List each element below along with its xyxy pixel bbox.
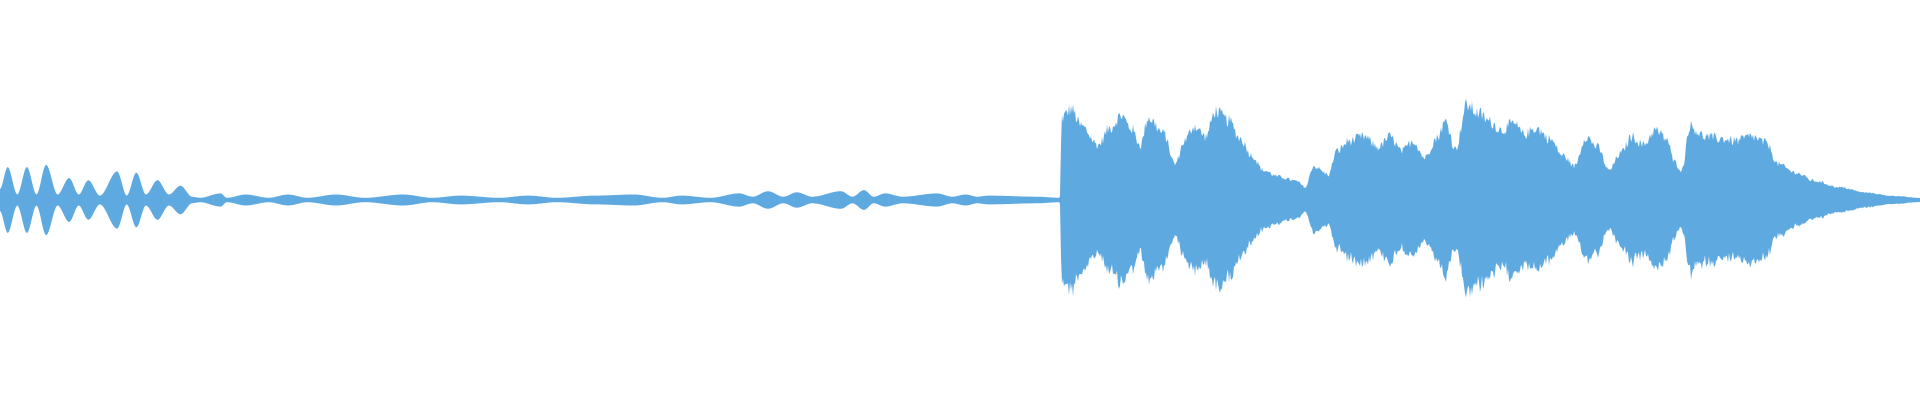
waveform-shape xyxy=(0,98,1920,298)
